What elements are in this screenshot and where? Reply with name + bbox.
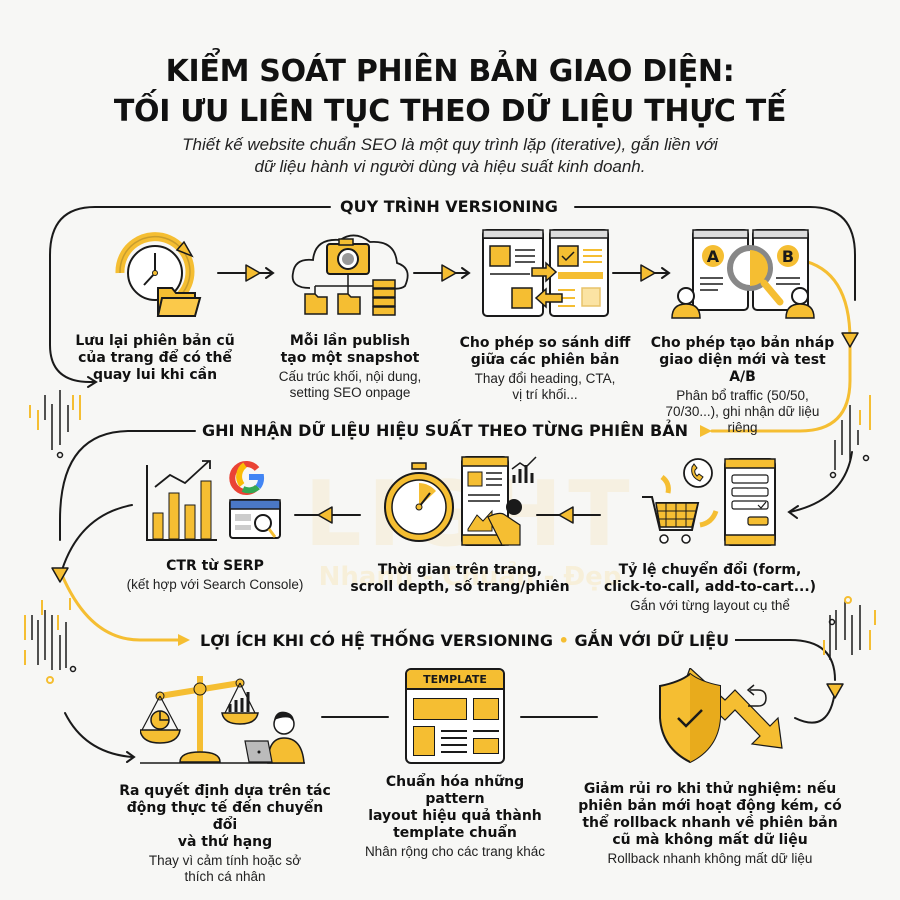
step-ab-test: A B Cho phép tạo bản nháp giao diện mới …: [650, 228, 835, 436]
title-line-1: KIỂM SOÁT PHIÊN BẢN GIAO DIỆN:: [165, 54, 735, 89]
cloud-snapshot-icon: [291, 234, 409, 316]
step-label: Tỷ lệ chuyển đổi (form, click-to-call, a…: [600, 562, 820, 596]
label-line: click-to-call, add-to-cart...): [603, 579, 817, 595]
desc-line: setting SEO onpage: [289, 385, 411, 400]
label-line: giao diện mới và test A/B: [659, 352, 826, 385]
label-line: của trang để có thể: [78, 350, 232, 366]
label-line: CTR từ SERP: [166, 558, 264, 574]
label-line: tạo một snapshot: [280, 350, 420, 366]
step-label: Ra quyết định dựa trên tác động thực tế …: [115, 783, 335, 851]
desc-line: Thay vì cảm tính hoặc sở: [148, 853, 302, 868]
step-description: Thay vì cảm tính hoặc sở thích cá nhân: [115, 853, 335, 885]
step-label: Lưu lại phiên bản cũ của trang để có thể…: [70, 333, 240, 384]
step-description: Phân bổ traffic (50/50, 70/30...), ghi n…: [650, 388, 835, 436]
benefits-title-main: LỢI ÍCH KHI CÓ HỆ THỐNG VERSIONING: [200, 631, 554, 650]
shield-rollback-icon: [659, 666, 783, 764]
step-label: Giảm rủi ro khi thử nghiệm: nếu phiên bả…: [575, 781, 845, 849]
stopwatch-scroll-icon: [384, 456, 537, 546]
title-line-2: TỐI ƯU LIÊN TỤC THEO DỮ LIỆU THỰC TẾ: [113, 94, 787, 129]
label-line: Lưu lại phiên bản cũ: [75, 333, 235, 349]
label-line: Mỗi lần publish: [289, 333, 411, 349]
page-title: KIỂM SOÁT PHIÊN BẢN GIAO DIỆN: TỐI ƯU LI…: [0, 52, 900, 132]
desc-line: 70/30...), ghi nhận dữ liệu: [665, 404, 820, 419]
desc-line: riêng: [727, 420, 758, 435]
desc-line: Nhân rộng cho các trang khác: [364, 844, 546, 859]
compare-diff-icon: [482, 229, 609, 317]
badge-b: B: [781, 247, 793, 266]
desc-line: vị trí khối...: [512, 387, 578, 402]
step-label: Chuẩn hóa những pattern layout hiệu quả …: [355, 774, 555, 842]
label-line: scroll depth, số trang/phiên: [350, 579, 570, 595]
desc-line: Thay đổi heading, CTA,: [474, 371, 616, 386]
label-line: và thứ hạng: [177, 834, 273, 850]
benefit-risk-reduction: Giảm rủi ro khi thử nghiệm: nếu phiên bả…: [575, 666, 845, 867]
badge-a: A: [706, 247, 719, 266]
subtitle-line-1: Thiết kế website chuẩn SEO là một quy tr…: [182, 135, 718, 154]
label-line: Cho phép tạo bản nháp: [650, 335, 835, 351]
label-line: quay lui khi cần: [92, 367, 218, 383]
step-description: Rollback nhanh không mất dữ liệu: [575, 851, 845, 867]
label-line: giữa các phiên bản: [470, 352, 620, 368]
step-label: CTR từ SERP: [115, 558, 315, 575]
label-line: Giảm rủi ro khi thử nghiệm: nếu: [583, 781, 837, 797]
benefits-title-suffix: GẮN VỚI DỮ LIỆU: [574, 631, 730, 650]
step-conversion-rate: Tỷ lệ chuyển đổi (form, click-to-call, a…: [600, 455, 820, 614]
clock-history-folder-icon: [115, 232, 202, 317]
desc-line: Cấu trúc khối, nội dung,: [278, 369, 422, 384]
label-line: động thực tế đến chuyển đổi: [126, 800, 324, 833]
label-line: thể rollback nhanh về phiên bản: [582, 815, 838, 831]
step-label: Cho phép tạo bản nháp giao diện mới và t…: [650, 335, 835, 386]
section-title-benefits: LỢI ÍCH KHI CÓ HỆ THỐNG VERSIONING • GẮN…: [194, 631, 736, 651]
desc-line: (kết hợp với Search Console): [126, 577, 304, 592]
step-description: Nhân rộng cho các trang khác: [355, 844, 555, 860]
template-icon: TEMPLATE: [405, 668, 505, 764]
step-save-old-version: Lưu lại phiên bản cũ của trang để có thể…: [70, 228, 240, 384]
scale-decision-icon: [139, 676, 305, 764]
label-line: Ra quyết định dựa trên tác: [119, 783, 331, 799]
label-line: phiên bản mới hoạt động kém, có: [578, 798, 842, 814]
cart-form-conversion-icon: [642, 458, 776, 546]
step-label: Mỗi lần publish tạo một snapshot: [265, 333, 435, 367]
step-description: Cấu trúc khối, nội dung, setting SEO onp…: [265, 369, 435, 401]
step-compare-diff: Cho phép so sánh diff giữa các phiên bản…: [455, 228, 635, 403]
desc-line: Rollback nhanh không mất dữ liệu: [607, 851, 813, 866]
desc-line: thích cá nhân: [184, 869, 266, 884]
ctr-serp-chart-icon: [146, 460, 281, 541]
section-title-performance-data: GHI NHẬN DỮ LIỆU HIỆU SUẤT THEO TỪNG PHI…: [196, 421, 694, 441]
step-description: Thay đổi heading, CTA, vị trí khối...: [455, 371, 635, 403]
label-line: cũ mà không mất dữ liệu: [612, 832, 808, 848]
desc-line: Phân bổ traffic (50/50,: [676, 388, 809, 403]
step-time-on-page: Thời gian trên trang, scroll depth, số t…: [340, 455, 580, 596]
step-label: Thời gian trên trang, scroll depth, số t…: [340, 562, 580, 596]
title-separator-dot: •: [558, 631, 569, 650]
label-line: Thời gian trên trang,: [377, 562, 543, 578]
google-g-icon: [229, 461, 265, 495]
template-badge: TEMPLATE: [407, 670, 503, 690]
label-line: Cho phép so sánh diff: [459, 335, 631, 351]
subtitle-line-2: dữ liệu hành vi người dùng và hiệu suất …: [254, 157, 646, 176]
step-description: Gắn với từng layout cụ thể: [600, 598, 820, 614]
benefit-data-driven-decision: Ra quyết định dựa trên tác động thực tế …: [115, 668, 335, 885]
label-line: layout hiệu quả thành: [368, 808, 542, 824]
step-publish-snapshot: Mỗi lần publish tạo một snapshot Cấu trú…: [265, 228, 435, 401]
label-line: Chuẩn hóa những pattern: [385, 774, 525, 807]
section-title-versioning: QUY TRÌNH VERSIONING: [334, 197, 564, 217]
step-ctr-serp: CTR từ SERP (kết hợp với Search Console): [115, 455, 315, 593]
step-label: Cho phép so sánh diff giữa các phiên bản: [455, 335, 635, 369]
step-description: (kết hợp với Search Console): [115, 577, 315, 593]
page-subtitle: Thiết kế website chuẩn SEO là một quy tr…: [0, 134, 900, 178]
ab-test-icon: A B: [670, 229, 815, 319]
label-line: Tỷ lệ chuyển đổi (form,: [618, 562, 802, 578]
label-line: template chuẩn: [393, 825, 517, 841]
benefit-template-standardization: TEMPLATE Chuẩn hóa những pattern layout …: [355, 668, 555, 860]
desc-line: Gắn với từng layout cụ thể: [630, 598, 790, 613]
